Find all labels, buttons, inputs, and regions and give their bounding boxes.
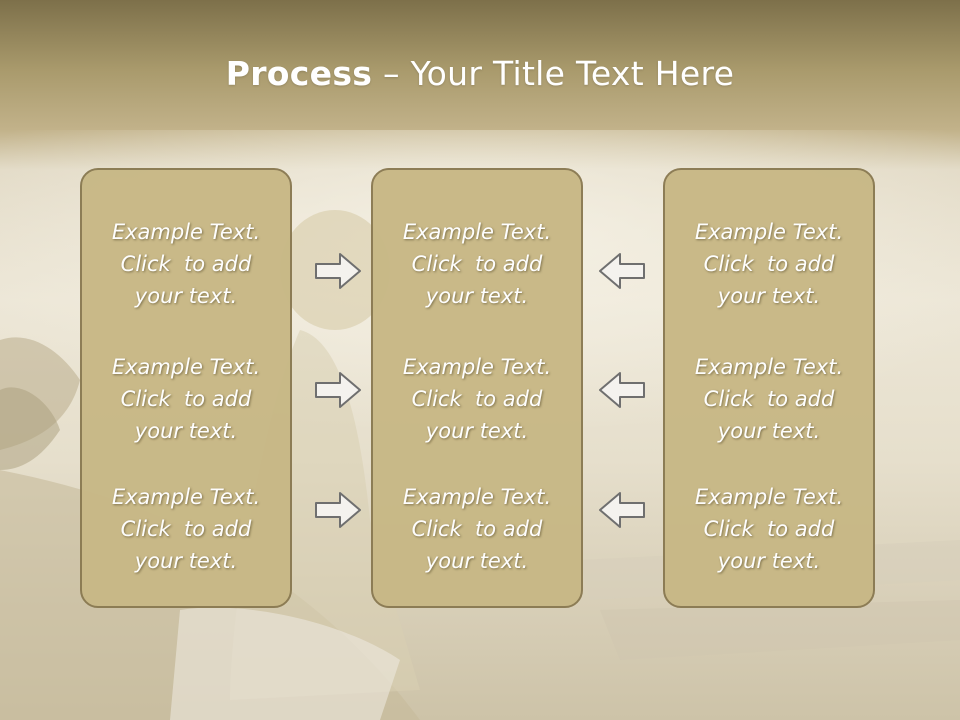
title-rest: – Your Title Text Here [372,54,735,93]
text-line: Example Text. [111,485,261,509]
text-line: Click to add [703,517,835,541]
text-line: your text. [425,284,529,308]
arrow-left-icon [599,253,645,289]
text-line: Example Text. [111,220,261,244]
text-line: your text. [134,284,238,308]
text-line: Click to add [411,252,543,276]
process-box-right[interactable]: Example Text. Click to add your text. Ex… [663,168,875,608]
text-block[interactable]: Example Text. Click to add your text. [373,351,581,447]
process-box-center[interactable]: Example Text. Click to add your text. Ex… [371,168,583,608]
text-line: Click to add [411,387,543,411]
text-line: your text. [425,419,529,443]
text-line: Click to add [120,517,252,541]
process-box-left[interactable]: Example Text. Click to add your text. Ex… [80,168,292,608]
title-bold: Process [225,54,373,93]
text-line: Example Text. [694,485,844,509]
arrow-right-icon [315,372,361,408]
slide-title[interactable]: Process – Your Title Text Here [226,54,735,93]
text-line: your text. [134,549,238,573]
text-line: Example Text. [402,355,552,379]
text-block[interactable]: Example Text. Click to add your text. [82,351,290,447]
arrow-left-icon [599,372,645,408]
text-line: Click to add [120,387,252,411]
arrow-right-icon [315,492,361,528]
arrow-right-icon [315,253,361,289]
text-block[interactable]: Example Text. Click to add your text. [665,351,873,447]
text-block[interactable]: Example Text. Click to add your text. [665,216,873,312]
text-line: Click to add [411,517,543,541]
text-block[interactable]: Example Text. Click to add your text. [82,216,290,312]
text-line: your text. [717,284,821,308]
text-line: Example Text. [111,355,261,379]
text-line: Click to add [703,252,835,276]
text-block[interactable]: Example Text. Click to add your text. [665,481,873,577]
text-block[interactable]: Example Text. Click to add your text. [373,481,581,577]
text-line: Example Text. [694,355,844,379]
text-line: Example Text. [694,220,844,244]
arrow-left-icon [599,492,645,528]
text-block[interactable]: Example Text. Click to add your text. [373,216,581,312]
text-line: Click to add [703,387,835,411]
text-line: Example Text. [402,485,552,509]
title-bar: Process – Your Title Text Here [0,0,960,150]
text-line: Click to add [120,252,252,276]
text-line: your text. [717,419,821,443]
text-line: your text. [134,419,238,443]
text-line: Example Text. [402,220,552,244]
text-line: your text. [425,549,529,573]
text-block[interactable]: Example Text. Click to add your text. [82,481,290,577]
text-line: your text. [717,549,821,573]
